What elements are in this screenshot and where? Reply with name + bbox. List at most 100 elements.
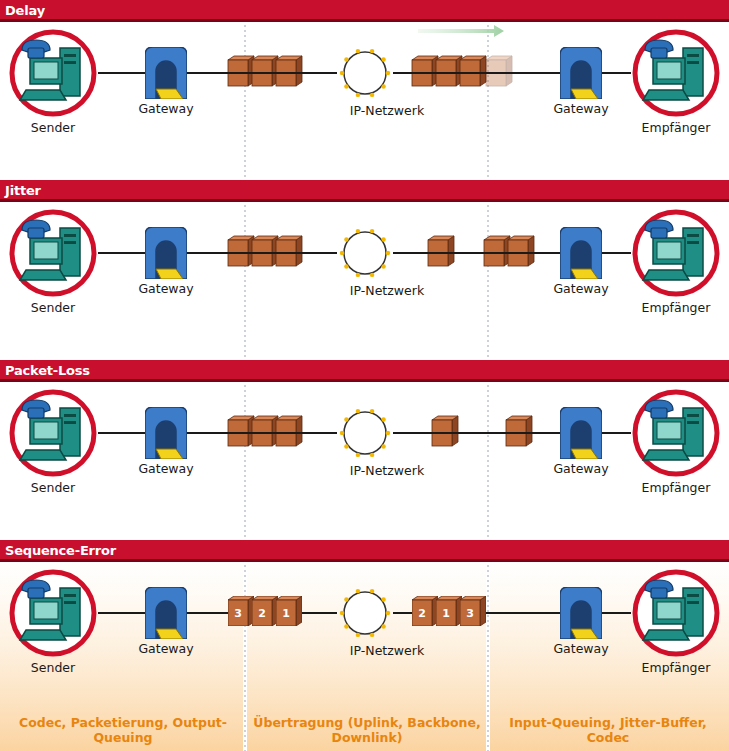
network-link xyxy=(187,252,337,254)
network-link xyxy=(393,72,560,74)
packet-group xyxy=(228,56,534,446)
endpoint-icon: Empfänger xyxy=(631,388,721,478)
node-label: Gateway xyxy=(138,281,193,296)
divider-line xyxy=(488,20,489,751)
network-cloud-art xyxy=(337,585,393,641)
endpoint-icon-art xyxy=(8,28,98,118)
data-packet: 2 xyxy=(252,596,278,626)
network-link xyxy=(393,252,560,254)
row-title: Delay xyxy=(0,1,45,20)
network-link xyxy=(393,432,560,434)
endpoint-icon: Empfänger xyxy=(631,28,721,118)
data-packet: 1 xyxy=(436,596,462,626)
node-label: IP-Netzwerk xyxy=(350,643,424,658)
endpoint-icon-art xyxy=(631,568,721,658)
node-label: Gateway xyxy=(553,101,608,116)
row-header-band: Delay xyxy=(0,0,729,22)
endpoint-icon-art xyxy=(631,208,721,298)
stage-ground xyxy=(490,560,729,751)
row-header-band: Jitter xyxy=(0,180,729,202)
endpoint-icon-art xyxy=(631,28,721,118)
node-label: Empfänger xyxy=(642,300,711,315)
network-link xyxy=(98,612,145,614)
node-label: Empfänger xyxy=(642,660,711,675)
gateway-icon: Gateway xyxy=(560,587,602,639)
node-label: Sender xyxy=(31,300,75,315)
stage-ground xyxy=(247,560,486,751)
node-label: Gateway xyxy=(138,101,193,116)
endpoint-icon: Sender xyxy=(8,208,98,298)
node-label: Sender xyxy=(31,660,75,675)
phase-label: Input-Queuing, Jitter-Buffer, Codec xyxy=(496,715,720,745)
network-cloud-art xyxy=(337,45,393,101)
gateway-icon: Gateway xyxy=(145,407,187,459)
gateway-icon: Gateway xyxy=(145,47,187,99)
phase-label: Übertragung (Uplink, Backbone, Downlink) xyxy=(252,715,482,745)
gateway-icon-art xyxy=(560,587,602,639)
gateway-icon-art xyxy=(145,47,187,99)
row-header-band: Packet-Loss xyxy=(0,360,729,382)
delay-arrow xyxy=(418,25,504,37)
gateway-icon-art xyxy=(560,407,602,459)
endpoint-icon-art xyxy=(631,388,721,478)
sequence-number: 2 xyxy=(412,602,432,626)
node-label: Gateway xyxy=(553,281,608,296)
node-label: IP-Netzwerk xyxy=(350,463,424,478)
node-label: Gateway xyxy=(553,641,608,656)
gateway-icon-art xyxy=(145,227,187,279)
network-link xyxy=(98,432,145,434)
network-link xyxy=(98,252,145,254)
row-header-band: Sequence-Error xyxy=(0,540,729,562)
row-title: Sequence-Error xyxy=(0,541,116,560)
network-link xyxy=(602,252,631,254)
network-link xyxy=(602,612,631,614)
data-packet: 1 xyxy=(276,596,302,626)
node-label: Empfänger xyxy=(642,480,711,495)
gateway-icon: Gateway xyxy=(560,47,602,99)
gateway-icon-art xyxy=(560,47,602,99)
endpoint-icon-art xyxy=(8,388,98,478)
endpoint-icon: Empfänger xyxy=(631,208,721,298)
network-cloud: IP-Netzwerk xyxy=(337,405,393,461)
data-packet: 3 xyxy=(228,596,254,626)
network-cloud-art xyxy=(337,225,393,281)
data-packet: 2 xyxy=(412,596,438,626)
sequence-number: 1 xyxy=(276,602,296,626)
node-label: Gateway xyxy=(553,461,608,476)
sequence-number: 3 xyxy=(228,602,248,626)
network-link xyxy=(602,72,631,74)
divider-line xyxy=(245,20,246,751)
node-label: Gateway xyxy=(138,461,193,476)
gateway-icon-art xyxy=(560,227,602,279)
endpoint-icon: Sender xyxy=(8,568,98,658)
endpoint-icon-art xyxy=(8,568,98,658)
sequence-number: 3 xyxy=(460,602,480,626)
sequence-number: 2 xyxy=(252,602,272,626)
node-label: IP-Netzwerk xyxy=(350,283,424,298)
data-packet: 3 xyxy=(460,596,486,626)
node-label: IP-Netzwerk xyxy=(350,103,424,118)
network-link xyxy=(187,72,337,74)
network-link xyxy=(98,72,145,74)
stage-ground xyxy=(0,560,243,751)
node-label: Gateway xyxy=(138,641,193,656)
network-cloud: IP-Netzwerk xyxy=(337,585,393,641)
endpoint-icon-art xyxy=(8,208,98,298)
endpoint-icon: Empfänger xyxy=(631,568,721,658)
endpoint-icon: Sender xyxy=(8,28,98,118)
phase-label: Codec, Packetierung, Output-Queuing xyxy=(10,715,236,745)
gateway-icon-art xyxy=(145,587,187,639)
node-label: Empfänger xyxy=(642,120,711,135)
network-link xyxy=(602,432,631,434)
node-label: Sender xyxy=(31,120,75,135)
endpoint-icon: Sender xyxy=(8,388,98,478)
gateway-icon: Gateway xyxy=(145,227,187,279)
gateway-icon: Gateway xyxy=(560,407,602,459)
gateway-icon: Gateway xyxy=(560,227,602,279)
gateway-icon: Gateway xyxy=(145,587,187,639)
gateway-icon-art xyxy=(145,407,187,459)
network-cloud-art xyxy=(337,405,393,461)
row-title: Jitter xyxy=(0,181,41,200)
node-label: Sender xyxy=(31,480,75,495)
